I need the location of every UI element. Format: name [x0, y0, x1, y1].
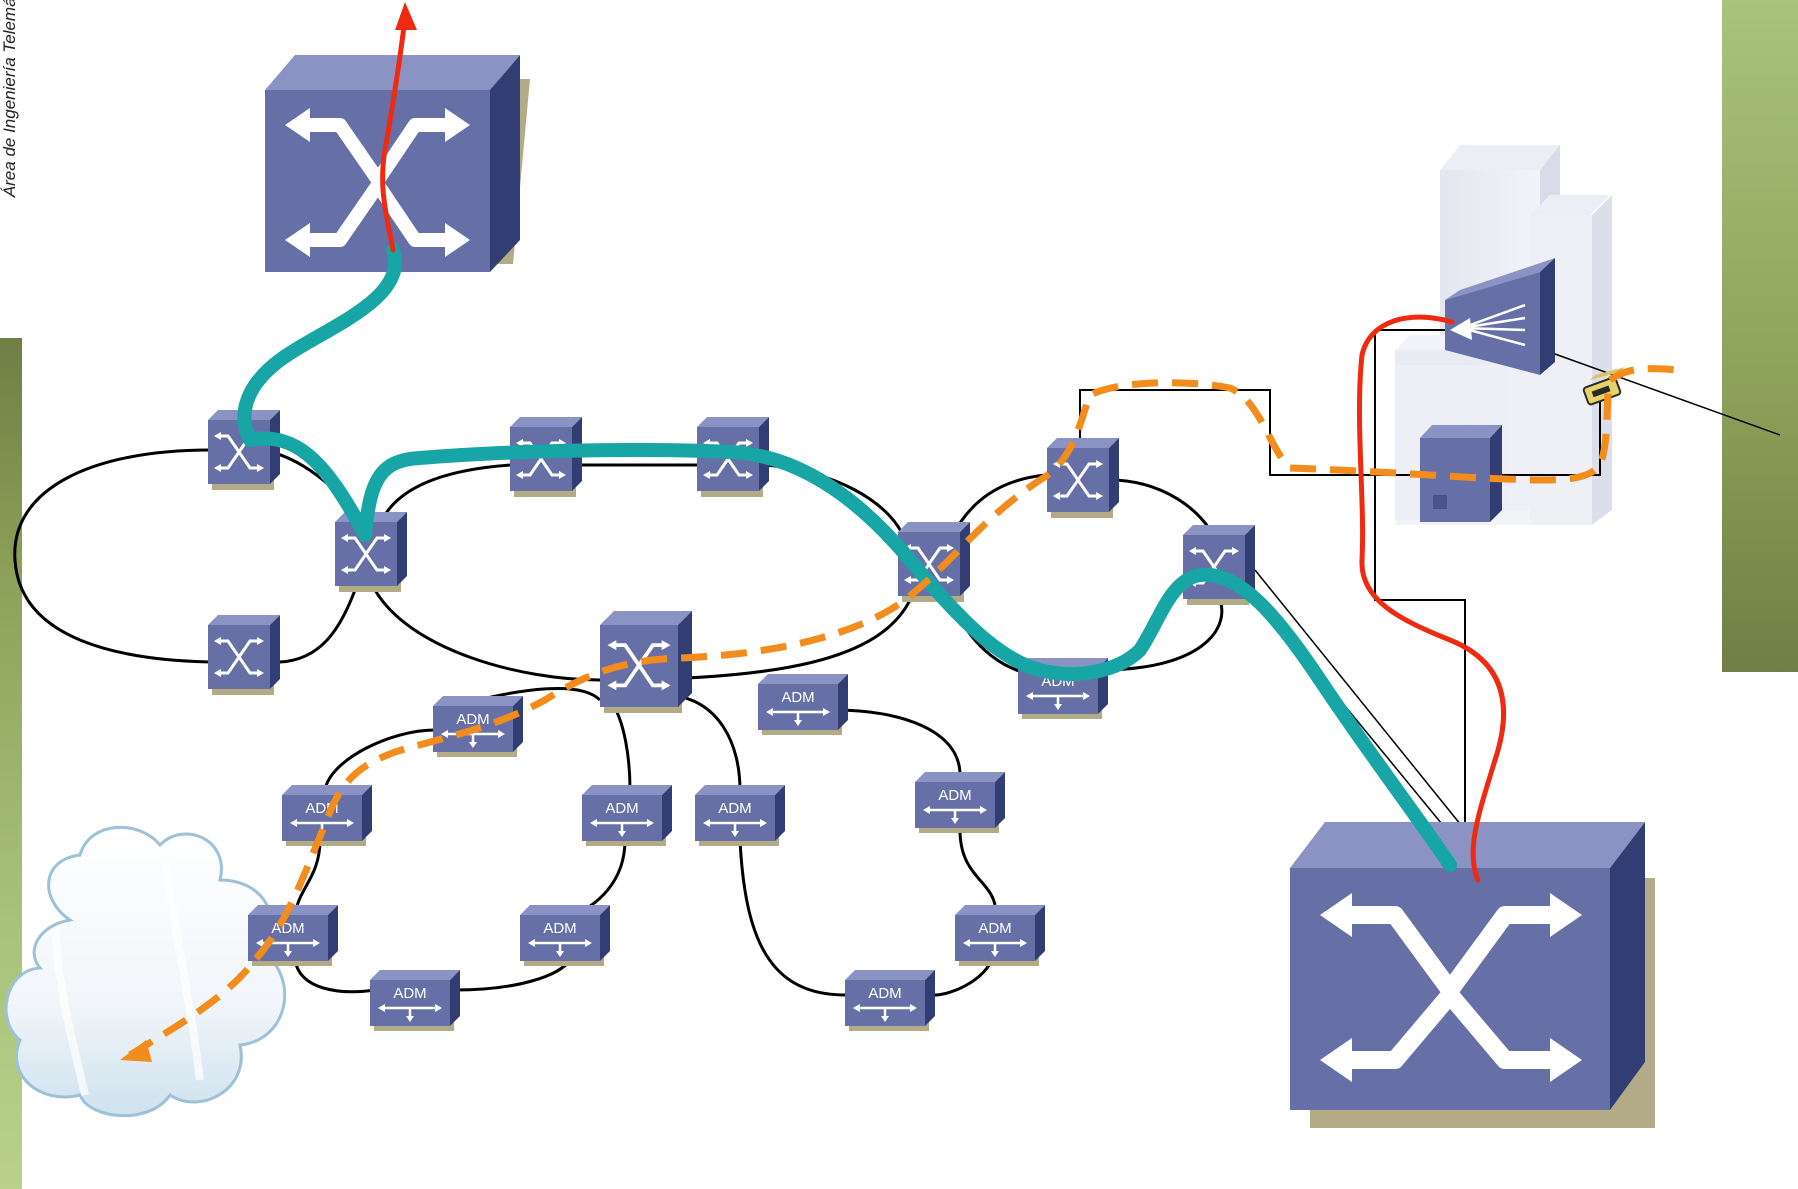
adm-11[interactable]: ADM: [370, 970, 460, 1031]
adm-ring-left-link: [323, 728, 436, 791]
adm-2[interactable]: ADM: [282, 785, 372, 846]
adm-label: ADM: [781, 689, 814, 706]
adm-5[interactable]: ADM: [915, 772, 1005, 833]
dxc-ring-c[interactable]: [208, 615, 280, 695]
server-icon[interactable]: [1420, 425, 1502, 522]
adm-6[interactable]: ADM: [758, 674, 848, 735]
left-green-bar: [0, 338, 22, 1189]
dxc-bottom-right[interactable]: [1290, 822, 1655, 1128]
adm-label: ADM: [543, 920, 576, 937]
adm-7[interactable]: ADM: [1018, 658, 1108, 719]
adm-label: ADM: [718, 800, 751, 817]
building-link: [1079, 389, 1420, 476]
adm-12[interactable]: ADM: [845, 970, 935, 1031]
red-path: [380, 2, 1507, 883]
building-link: [1490, 400, 1601, 476]
adm-3[interactable]: ADM: [582, 785, 672, 846]
orange-path: [120, 365, 1681, 1062]
adm-label: ADM: [456, 711, 489, 728]
teal-path: [237, 243, 1457, 872]
dxc-top-left[interactable]: [265, 55, 530, 272]
adm-8[interactable]: ADM: [248, 905, 338, 966]
router-icon[interactable]: [1445, 258, 1555, 375]
adm-4[interactable]: ADM: [695, 785, 785, 846]
ring-1-link: [13, 448, 211, 664]
adm-9[interactable]: ADM: [520, 905, 610, 966]
adm-label: ADM: [938, 787, 971, 804]
ring-1-link: [279, 589, 357, 664]
adm-label: ADM: [978, 920, 1011, 937]
adm-label: ADM: [605, 800, 638, 817]
right-green-panel: [1722, 0, 1798, 672]
dxc-ring-b[interactable]: [335, 512, 407, 592]
adm-10[interactable]: ADM: [955, 905, 1045, 966]
adm-ring-left-link: [608, 699, 632, 791]
external-link: [1529, 344, 1781, 436]
dxc-ring-g[interactable]: [1047, 438, 1119, 518]
adm-ring-left-link: [293, 959, 376, 994]
adm-ring-right-link: [834, 708, 962, 776]
ring-3-link: [1099, 599, 1224, 672]
adm-label: ADM: [393, 985, 426, 1002]
cloud-icon: [4, 825, 287, 1118]
adm-ring-right-link: [738, 839, 846, 997]
left-bar-top: [0, 0, 22, 338]
adm-ring-right-link: [958, 829, 997, 906]
uplink-link: [1254, 569, 1466, 831]
adm-label: ADM: [868, 985, 901, 1002]
adm-label: ADM: [271, 920, 304, 937]
